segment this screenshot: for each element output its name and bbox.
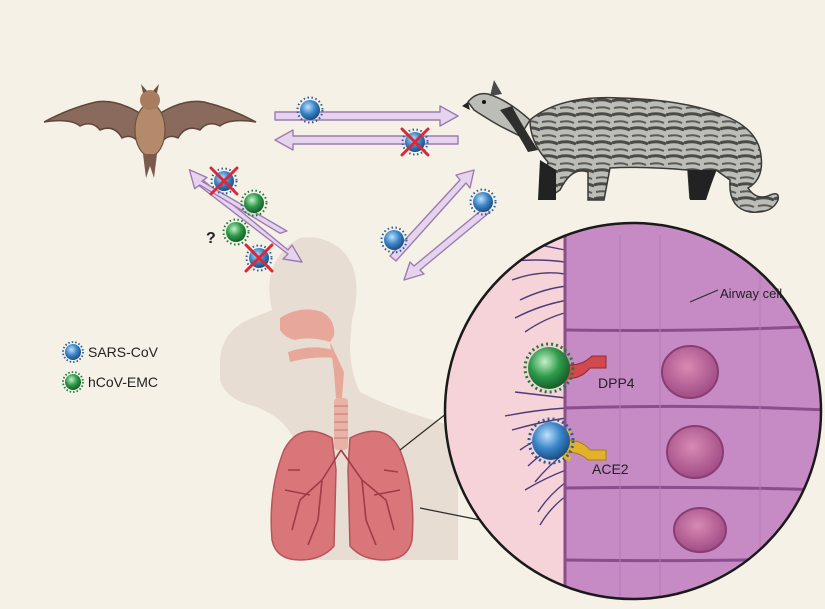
arrow-human-to-civet xyxy=(389,169,475,262)
airway-cell-label: Airway cell xyxy=(720,286,782,301)
blocked-cross-icon xyxy=(209,166,239,196)
cell-nucleus xyxy=(661,345,719,399)
legend-sars-label: SARS-CoV xyxy=(88,344,159,360)
arrow-civet-to-bat xyxy=(274,129,459,151)
cell-nucleus xyxy=(673,507,727,553)
unknown-transmission-mark: ? xyxy=(206,230,216,247)
virus-icon xyxy=(469,188,497,216)
blocked-cross-icon xyxy=(244,243,274,273)
ace2-label: ACE2 xyxy=(592,461,629,477)
legend-hcov-label: hCoV-EMC xyxy=(88,374,158,390)
blocked-cross-icon xyxy=(400,127,430,157)
legend: SARS-CoV hCoV-EMC xyxy=(62,341,159,393)
zoom-line-bottom xyxy=(419,507,481,521)
arrow-human-to-bat xyxy=(188,169,288,235)
virus-icon xyxy=(222,218,250,246)
lungs-icon xyxy=(270,430,414,561)
human-body-icon xyxy=(220,237,458,561)
bat-icon xyxy=(43,84,257,178)
virus-icon xyxy=(62,341,84,363)
arrow-civet-to-human xyxy=(403,207,491,281)
airway-magnification-circle xyxy=(443,221,823,601)
virus-icon xyxy=(380,226,408,254)
airway-label-line xyxy=(689,289,719,303)
virus-icon xyxy=(62,371,84,393)
arrow-bat-to-civet xyxy=(274,105,459,127)
dpp4-label: DPP4 xyxy=(598,375,635,391)
virus-icon xyxy=(527,417,575,465)
magnification-border xyxy=(443,221,823,601)
virus-icon xyxy=(240,189,268,217)
virus-icon xyxy=(523,342,575,394)
virus-icon xyxy=(296,96,324,124)
cell-nucleus xyxy=(666,425,724,479)
civet-icon xyxy=(462,80,780,213)
transmission-arrows xyxy=(188,105,491,281)
